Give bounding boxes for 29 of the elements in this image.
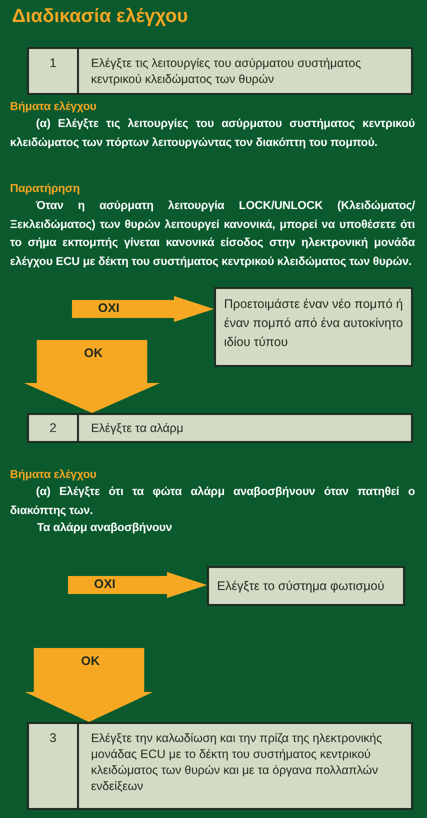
step-number: 2 (48, 420, 58, 436)
step-number: 1 (48, 55, 58, 71)
action-box (214, 287, 413, 367)
section-heading: Βήματα ελέγχου (10, 468, 98, 483)
step-box (27, 413, 413, 443)
block-arrow (68, 572, 207, 598)
step-text: Ελέγξτε τα αλάρμ (91, 420, 184, 436)
action-box (207, 566, 405, 606)
block-arrow (24, 340, 160, 413)
edge-label: OXI (94, 577, 116, 591)
action-text: Ελέγξτε το σύστημα φωτισμού (216, 578, 386, 595)
section-heading: Βήματα ελέγχου (10, 100, 98, 115)
step-text: Ελέγξτε τις λειτουργίες του ασύρματου συστήματος κεντρικού κλειδώματος των θυρών (91, 55, 362, 87)
step-box (27, 47, 413, 95)
step-box (27, 722, 413, 810)
block-arrow (25, 648, 153, 722)
step-number: 3 (48, 730, 58, 746)
section-heading: Παρατήρηση (10, 182, 81, 197)
edge-label: OXI (98, 301, 120, 315)
body-text: (α) Ελέγξτε ότι τα φώτα αλάρμ αναβοσβήνουν όταν πατηθεί ο διακόπτης των. (10, 485, 415, 518)
step-text: Ελέγξτε την καλωδίωση και την πρίζα της ηλεκτρονικής μονάδας ECU με το δέκτη του συστήματος κεντρικού κλειδώματος των θυρών και με τα όργανα πολλαπλών ενδείξεων (91, 730, 383, 794)
body-text: Τα αλάρμ αναβοσβήνουν (37, 521, 174, 536)
edge-label: OK (81, 654, 100, 668)
edge-label: OK (84, 346, 103, 360)
body-text: (α) Ελέγξτε τις λειτουργίες του ασύρματου συστήματος κεντρικού κλειδώματος των πόρτων λειτουργώντας τον διακόπτη του πομπού. (10, 117, 415, 150)
body-text: Όταν η ασύρματη λειτουργία LOCK/UNLOCK (Κλειδώματος/Ξεκλειδώματος) των θυρών λειτουργεί κανονικά, μπορεί να υποθέσετε ότι το σήμα εκπομπής γίνεται κανονικά είσοδος στην ηλεκτρονική μονάδα ελέγχου ECU με δέκτη του συστήματος κεντρικού κλειδώματος των θυρών. (10, 199, 415, 270)
title: Διαδικασία ελέγχου (12, 6, 188, 28)
action-text: Προετοιμάστε έναν νέο πομπό ή έναν πομπό από ένα αυτοκίνητο ιδίου τύπου (223, 296, 404, 351)
block-arrow (72, 296, 214, 322)
